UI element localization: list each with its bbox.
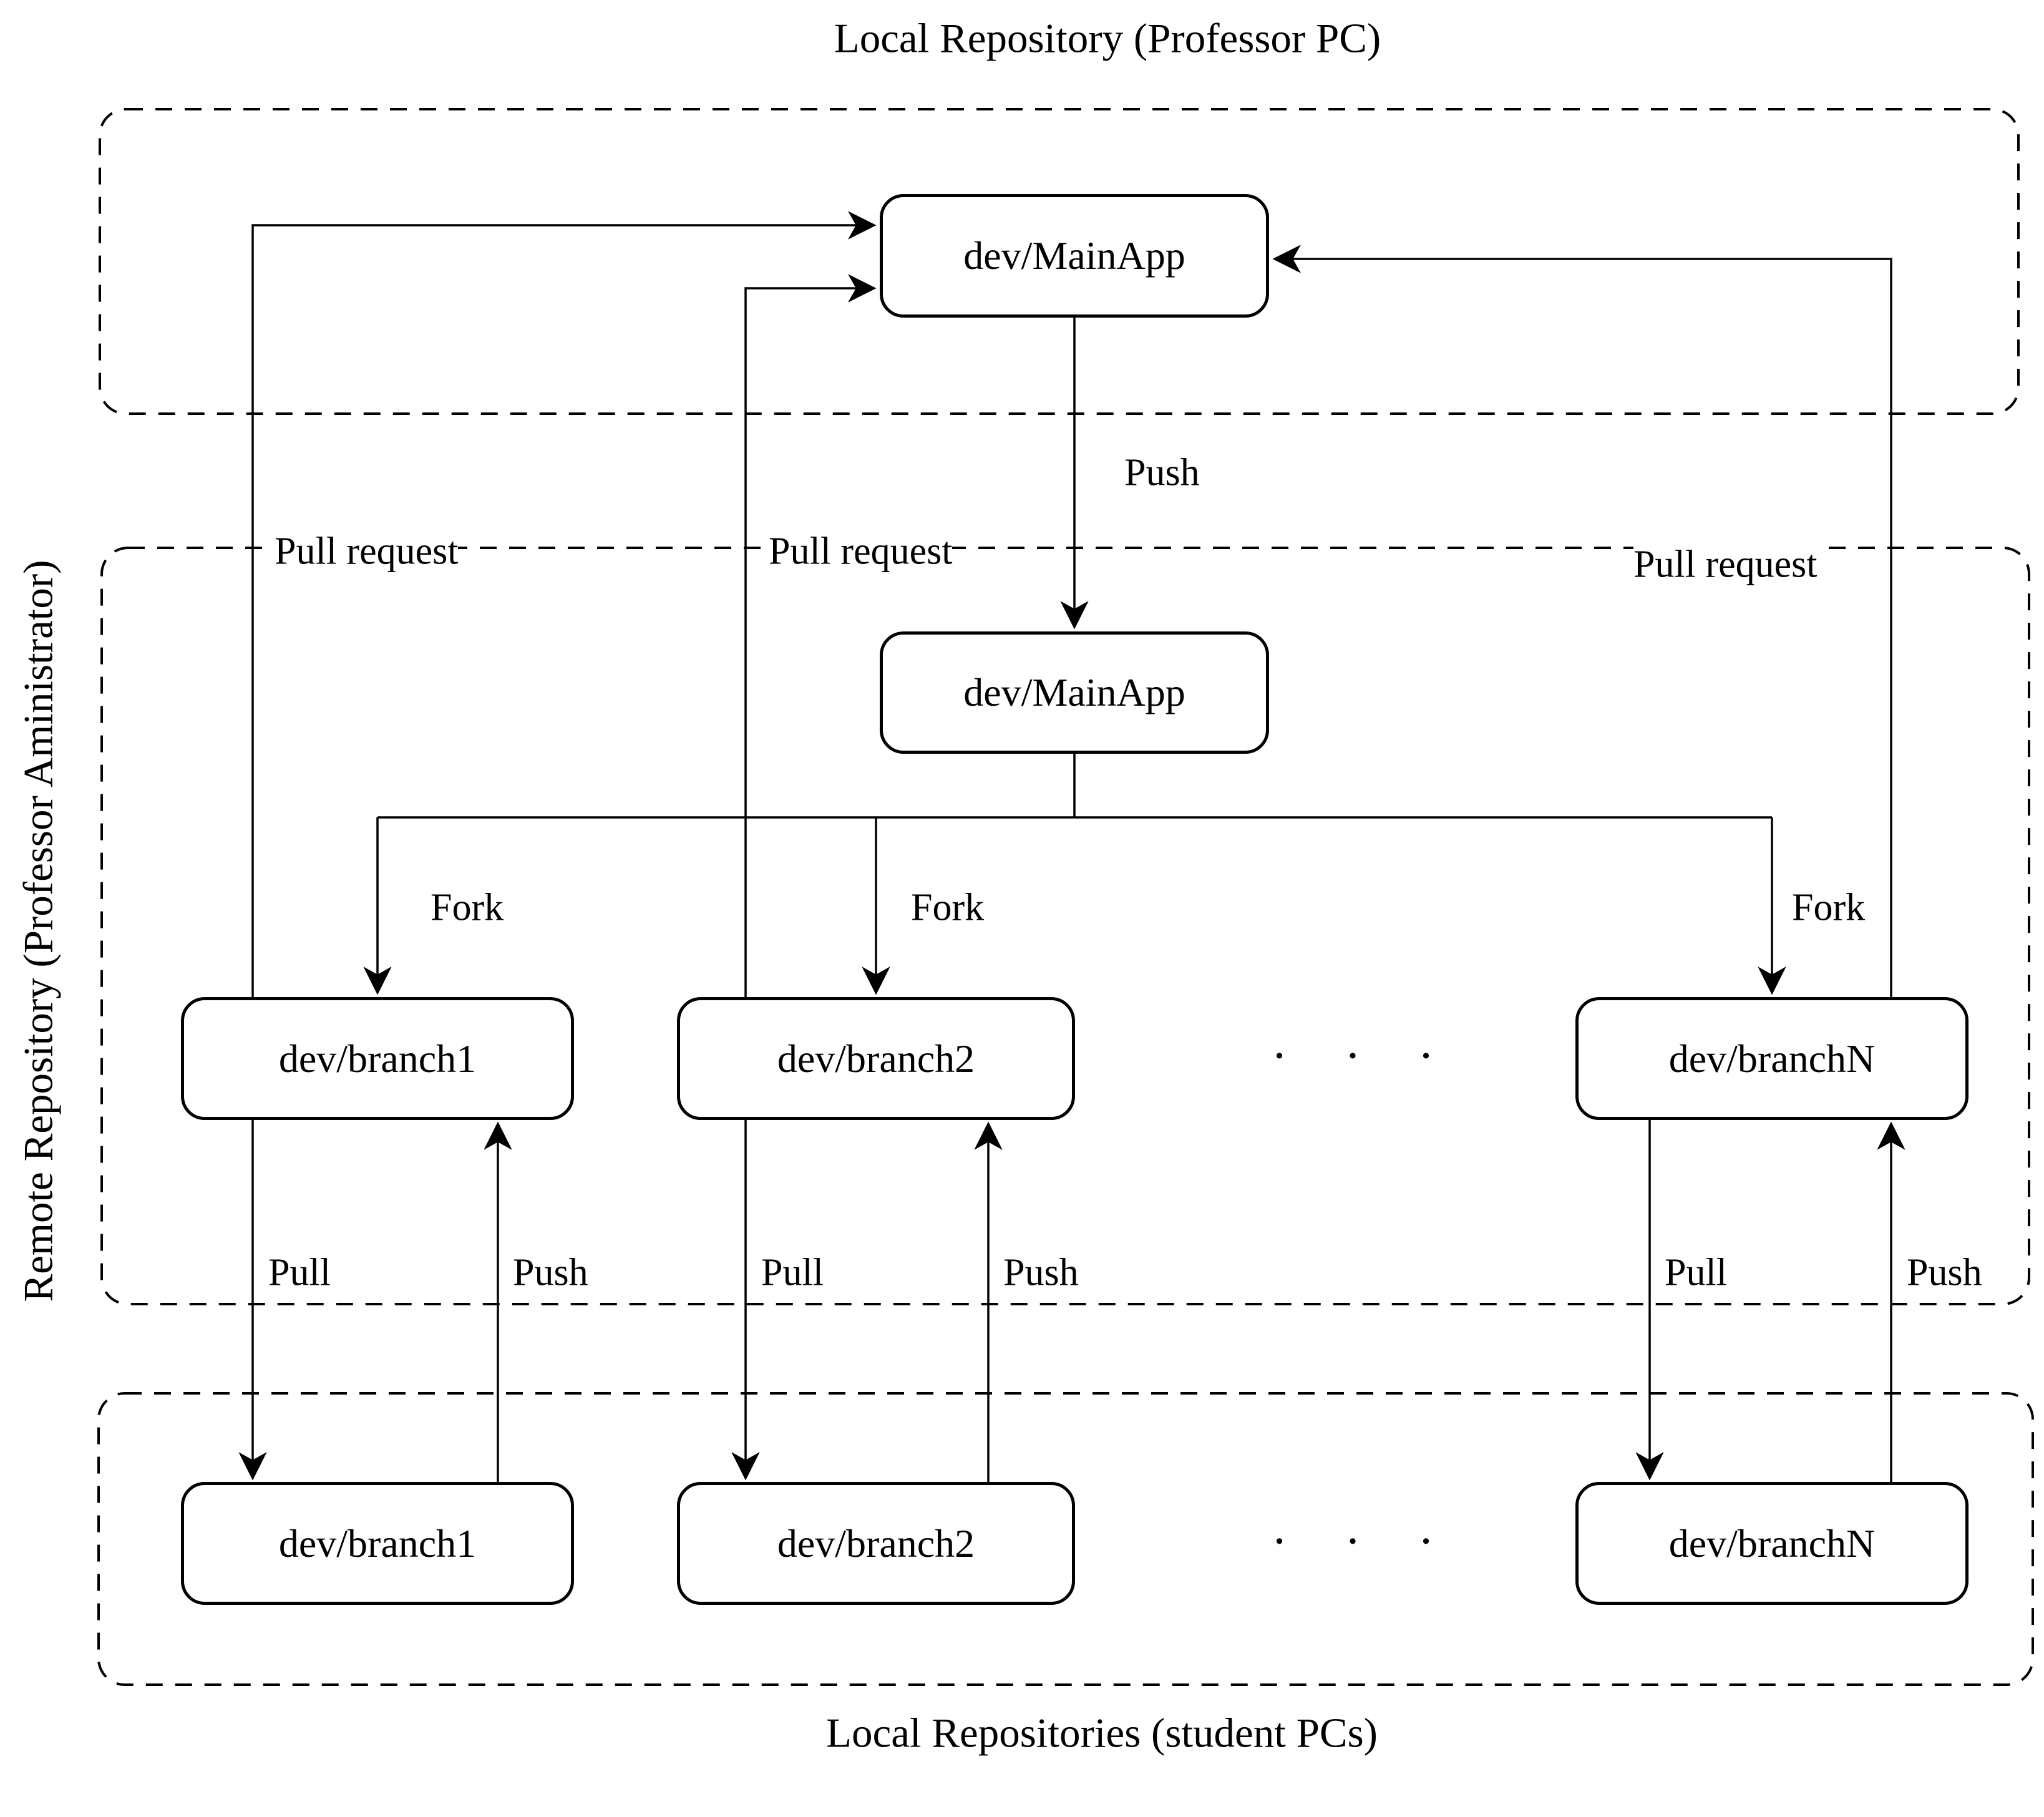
ellipsis-remote-row: · · · <box>1271 1028 1434 1083</box>
label-push-main: Push <box>1124 451 1200 495</box>
label-pull-request-branchN: Pull request <box>1633 542 1818 587</box>
arrow-pull-request-branch2 <box>744 274 877 997</box>
label-pull-branchN: Pull <box>1665 1250 1727 1295</box>
arrow-pull-request-branch1 <box>251 211 877 997</box>
title-local-repositories-students: Local Repositories (student PCs) <box>826 1710 1378 1756</box>
node-remote-branch2: dev/branch2 <box>677 997 1075 1120</box>
label-pull-request-branch2: Pull request <box>769 529 953 574</box>
arrow-pull-request-branchN <box>1272 245 1892 997</box>
title-local-repository-professor: Local Repository (Professor PC) <box>834 15 1381 62</box>
label-fork-branch1: Fork <box>431 885 504 930</box>
node-remote-branchN: dev/branchN <box>1575 997 1969 1120</box>
node-remote-mainapp: dev/MainApp <box>880 631 1269 754</box>
region-local-students-box <box>97 1392 2034 1686</box>
label-pull-branch1: Pull <box>268 1250 331 1295</box>
label-pull-request-branch1: Pull request <box>275 529 459 574</box>
label-push-branch2: Push <box>1003 1250 1079 1295</box>
region-remote-repository-box <box>100 547 2030 1305</box>
label-pull-branch2: Pull <box>761 1250 824 1295</box>
title-remote-repository: Remote Repository (Professor Aministrato… <box>15 560 62 1302</box>
node-local-branch1: dev/branch1 <box>181 1482 574 1605</box>
label-push-branch1: Push <box>513 1250 588 1295</box>
node-remote-branch1: dev/branch1 <box>181 997 574 1120</box>
label-push-branchN: Push <box>1907 1250 1982 1295</box>
node-local-mainapp: dev/MainApp <box>880 194 1269 318</box>
label-fork-branchN: Fork <box>1792 885 1866 930</box>
ellipsis-local-row: · · · <box>1271 1514 1434 1568</box>
label-fork-branch2: Fork <box>911 885 985 930</box>
node-local-branch2: dev/branch2 <box>677 1482 1075 1605</box>
region-local-professor-box <box>99 108 2020 415</box>
node-local-branchN: dev/branchN <box>1575 1482 1969 1605</box>
